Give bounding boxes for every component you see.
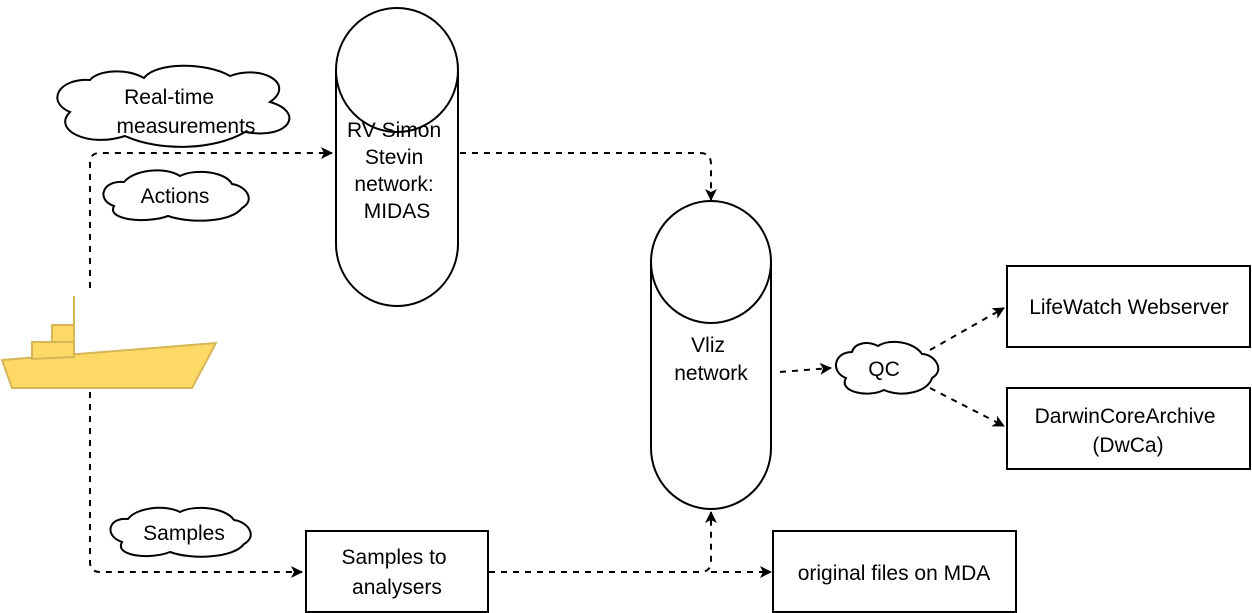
realtime-measurements-cloud: Real-time measurements bbox=[56, 64, 291, 148]
analysers-box: Samples to analysers bbox=[305, 530, 489, 613]
ship-icon bbox=[0, 296, 218, 389]
edge-qc-to-dwca bbox=[929, 387, 1005, 427]
actions-cloud: Actions bbox=[102, 169, 250, 222]
vliz-label: Vliz network bbox=[674, 334, 748, 385]
dwca-label: DarwinCoreArchive (DwCa) bbox=[1035, 405, 1222, 457]
actions-label: Actions bbox=[141, 185, 210, 208]
edge-vliz-to-qc bbox=[779, 362, 832, 375]
edge-analysers-to-vliz bbox=[489, 511, 717, 573]
analysers-label: Samples to analysers bbox=[342, 546, 453, 599]
realtime-measurements-label: Real-time measurements bbox=[117, 86, 256, 138]
midas-label: RV Simon Stevin network: MIDAS bbox=[347, 119, 447, 223]
qc-cloud: QC bbox=[835, 340, 940, 395]
edge-qc-to-lifewatch bbox=[929, 307, 1005, 351]
edge-ship-to-midas bbox=[89, 147, 333, 288]
samples-label: Samples bbox=[143, 522, 225, 545]
mda-label: original files on MDA bbox=[798, 562, 991, 585]
vliz-cylinder: Vliz network bbox=[650, 200, 772, 510]
mda-box: original files on MDA bbox=[772, 530, 1017, 613]
lifewatch-box: LifeWatch Webserver bbox=[1006, 265, 1251, 348]
lifewatch-label: LifeWatch Webserver bbox=[1029, 296, 1229, 319]
samples-cloud: Samples bbox=[109, 506, 252, 558]
midas-cylinder: RV Simon Stevin network: MIDAS bbox=[335, 7, 459, 307]
edge-ship-to-analysers bbox=[89, 392, 303, 578]
qc-label: QC bbox=[868, 358, 900, 381]
edge-midas-to-vliz bbox=[460, 152, 717, 201]
dwca-box: DarwinCoreArchive (DwCa) bbox=[1006, 387, 1251, 470]
